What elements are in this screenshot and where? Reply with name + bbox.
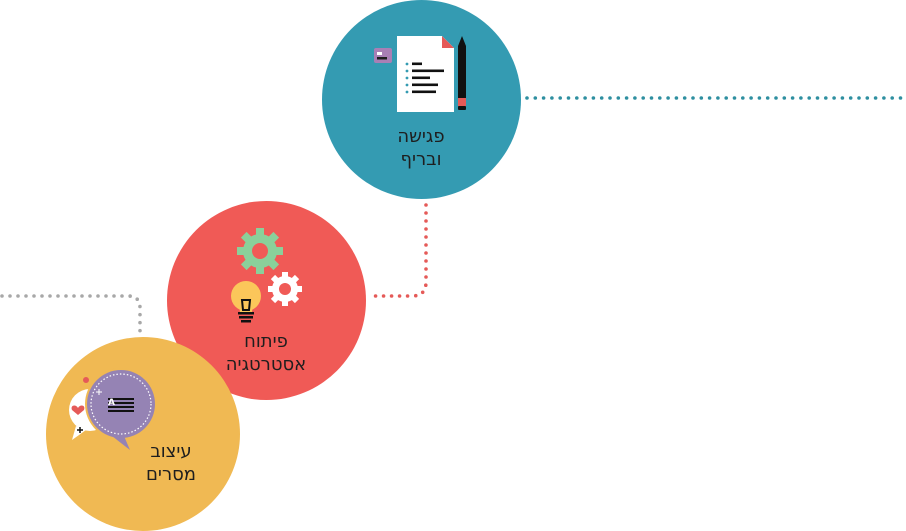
speech-bubbles-icon: A <box>69 368 157 450</box>
step-label-line2: מסרים <box>145 464 197 485</box>
svg-text:A: A <box>108 398 115 408</box>
gears-lightbulb-icon <box>231 228 302 323</box>
gray-connector <box>0 294 142 334</box>
step-label-line2: ובריף <box>400 149 442 170</box>
step-label-line1: פיתוח <box>244 331 288 352</box>
step-label-meeting: פגישה ובריף <box>346 125 496 171</box>
red-connector <box>367 203 428 298</box>
step-label-line2: אסטרטגיה <box>225 354 307 375</box>
document-pencil-icon <box>374 36 466 112</box>
step-label-line1: פגישה <box>397 126 445 147</box>
step-label-line1: עיצוב <box>150 441 192 462</box>
step-label-strategy: פיתוח אסטרטגיה <box>191 330 341 376</box>
step-label-messaging: עיצוב מסרים <box>101 440 241 486</box>
